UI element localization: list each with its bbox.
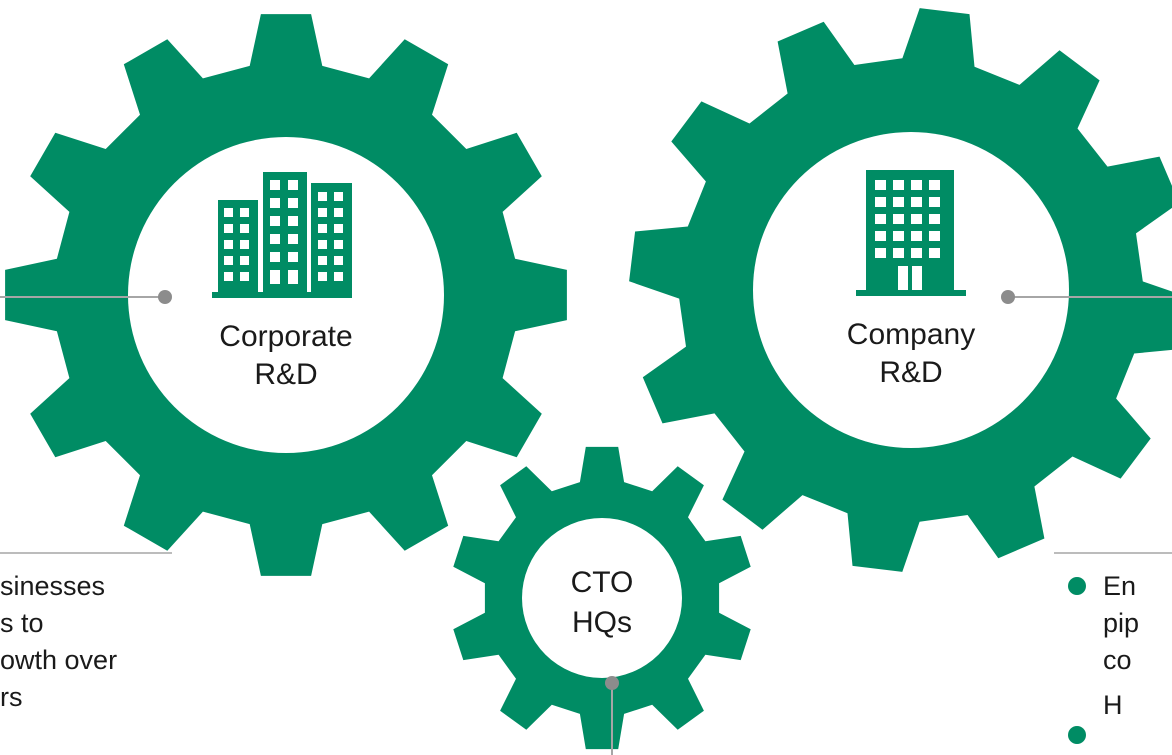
buildings-icon [212, 172, 352, 298]
connector-dot-corporate [158, 290, 172, 304]
connector-dot-company [1001, 290, 1015, 304]
left-text-block: sinesses s to owth over rs [0, 568, 117, 716]
left-text-line: owth over [0, 645, 118, 675]
gear-label-line2: HQs [571, 606, 632, 639]
connector-dot-cto [605, 676, 619, 690]
office-building-icon [856, 170, 966, 296]
bullet-dot [1068, 577, 1086, 595]
gear-label-company: Company R&D [847, 316, 975, 392]
gear-label-line2: R&D [879, 356, 943, 389]
gear-label-corporate: Corporate R&D [219, 318, 352, 394]
right-text-line: H [1103, 690, 1123, 720]
gear-label-line1: Company [846, 318, 976, 351]
gear-cto-hqs [453, 446, 751, 750]
gear-label-line1: Corporate [219, 320, 353, 353]
left-text-line: sinesses [0, 571, 106, 601]
connector-lines [0, 290, 1172, 755]
gear-hole [522, 518, 682, 678]
right-text-line: pip [1103, 608, 1140, 638]
right-text-block: En pip co H [1103, 568, 1139, 724]
right-text-line: En [1103, 571, 1137, 601]
left-text-line: s to [0, 608, 44, 638]
gear-label-line1: CTO [570, 566, 634, 599]
bullet-dot [1068, 726, 1086, 744]
gear-label-cto: CTO HQs [571, 563, 634, 643]
left-text-line: rs [0, 682, 23, 712]
gear-label-line2: R&D [254, 358, 318, 391]
right-text-line: co [1103, 645, 1132, 675]
